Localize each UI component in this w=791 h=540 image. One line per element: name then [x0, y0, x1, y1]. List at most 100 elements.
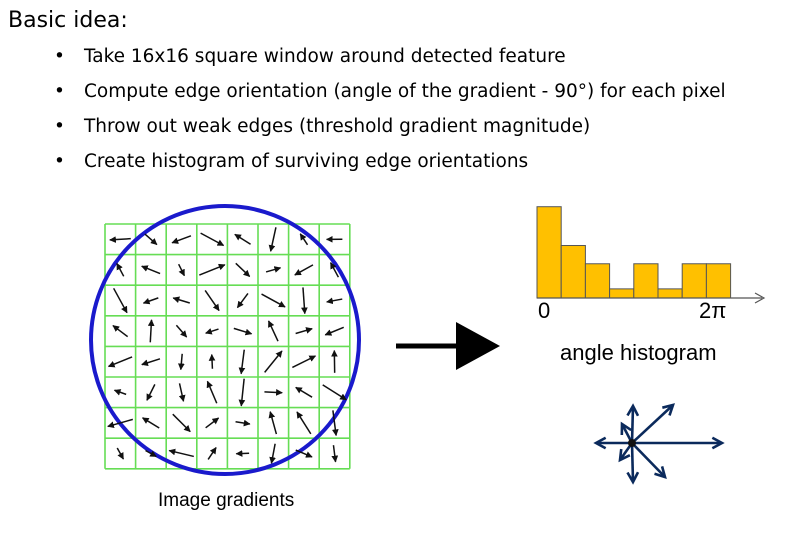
histogram-bar	[560, 245, 586, 299]
gradient-arrow	[205, 417, 220, 429]
gradient-arrow	[269, 443, 276, 464]
orientation-arrows-icon	[593, 403, 725, 485]
histogram-bar	[681, 263, 707, 299]
histogram-tick-zero: 0	[538, 298, 551, 323]
orientation-arrow	[630, 442, 635, 483]
right-arrow-icon	[396, 322, 500, 370]
gradient-arrow	[208, 353, 216, 369]
gradient-arrow	[268, 227, 277, 252]
histogram-caption: angle histogram	[560, 340, 717, 365]
gradient-arrow	[235, 419, 251, 427]
gradient-arrow	[109, 236, 131, 243]
gradient-arrow	[142, 417, 160, 429]
histogram-bar	[609, 288, 635, 299]
gradient-arrow	[145, 449, 157, 458]
gradient-arrow	[324, 326, 345, 336]
gradient-arrow	[112, 287, 128, 314]
gradient-arrow	[142, 297, 159, 305]
gradient-arrow	[141, 265, 161, 275]
gradient-arrow	[238, 378, 246, 407]
gradient-window-circle	[89, 204, 361, 476]
orientation-arrowhead	[654, 466, 667, 479]
x-axis-arrowhead	[754, 292, 766, 304]
histogram-tick-2pi: 2π	[699, 298, 727, 323]
gradient-arrow	[326, 297, 343, 305]
gradient-arrow	[168, 448, 194, 458]
gradient-arrow	[261, 293, 286, 308]
gradient-arrows	[107, 227, 347, 464]
gradient-arrow	[199, 263, 226, 276]
gradient-arrow	[264, 350, 283, 373]
orientation-arrowhead	[620, 421, 632, 436]
gradient-arrow	[267, 320, 279, 342]
gradient-arrow	[107, 356, 133, 368]
orientation-arrow	[631, 404, 674, 444]
gradient-arrow	[116, 262, 125, 277]
orientation-arrowhead	[711, 436, 725, 450]
histogram-bar	[584, 263, 611, 299]
gradient-arrow	[294, 264, 314, 276]
orientation-center-dot	[628, 439, 636, 447]
bullet-item: •Throw out weak edges (threshold gradien…	[52, 112, 726, 147]
gradient-arrow	[238, 349, 246, 375]
gradient-arrow	[172, 413, 191, 433]
orientation-arrowhead	[593, 436, 607, 450]
gradient-arrow	[177, 353, 185, 371]
histogram-bar	[657, 288, 683, 299]
gradient-arrow	[295, 449, 313, 458]
bullet-icon: •	[54, 81, 65, 102]
gradient-arrow	[178, 383, 186, 402]
gradient-arrow	[234, 233, 251, 245]
histogram-bar	[705, 263, 732, 299]
gradient-arrow	[329, 262, 340, 278]
gradient-arrow	[207, 446, 217, 460]
gradient-arrow	[116, 447, 125, 460]
gradient-arrow	[295, 386, 313, 398]
bullet-text: Take 16x16 square window around detected…	[84, 46, 566, 67]
gradient-arrow	[292, 355, 317, 369]
image-gradients-caption: Image gradients	[158, 490, 295, 511]
gradient-arrow	[265, 266, 282, 273]
orientation-arrow	[630, 405, 635, 444]
orientation-arrow	[631, 442, 666, 478]
bullet-text: Compute edge orientation (angle of the g…	[84, 81, 726, 102]
gradient-grid	[104, 223, 351, 470]
orientation-arrowhead	[662, 403, 675, 416]
gradient-arrow	[331, 410, 339, 437]
bullet-item: • Take 16x16 square window around detecte…	[52, 42, 726, 77]
gradient-arrow	[141, 358, 161, 366]
orientation-arrowhead	[626, 403, 640, 417]
gradient-arrow	[107, 418, 133, 429]
gradient-arrow	[200, 232, 225, 247]
gradient-arrow	[172, 296, 190, 304]
gradient-arrow	[236, 292, 249, 309]
gradient-arrow	[264, 389, 283, 396]
angle-histogram	[536, 206, 766, 304]
bullet-item: • Compute edge orientation (angle of the …	[52, 77, 726, 112]
gradient-arrow	[177, 263, 186, 277]
gradient-arrow	[171, 235, 192, 244]
gradient-arrow	[322, 384, 347, 401]
gradient-arrow	[268, 411, 278, 435]
bullet-item: •Create histogram of surviving edge orie…	[52, 147, 726, 182]
gradient-arrow	[296, 411, 312, 435]
orientation-arrowhead	[626, 471, 640, 485]
gradient-arrow	[205, 328, 219, 335]
gradient-arrow	[235, 262, 251, 278]
bullet-list: • Take 16x16 square window around detecte…	[52, 42, 726, 182]
heading: Basic idea:	[8, 8, 128, 33]
gradient-arrow	[175, 324, 188, 338]
bullet-icon: •	[54, 46, 65, 67]
gradient-arrow	[147, 319, 155, 343]
gradient-arrow	[331, 445, 339, 463]
bullet-icon: •	[54, 116, 65, 137]
gradient-arrow	[295, 327, 313, 335]
gradient-arrow	[299, 233, 309, 246]
gradient-arrow	[233, 327, 253, 336]
bullet-icon: •	[54, 151, 65, 172]
gradient-arrow	[144, 233, 158, 246]
gradient-arrow	[112, 324, 129, 338]
gradient-arrow	[204, 290, 220, 312]
gradient-arrow	[146, 384, 156, 401]
